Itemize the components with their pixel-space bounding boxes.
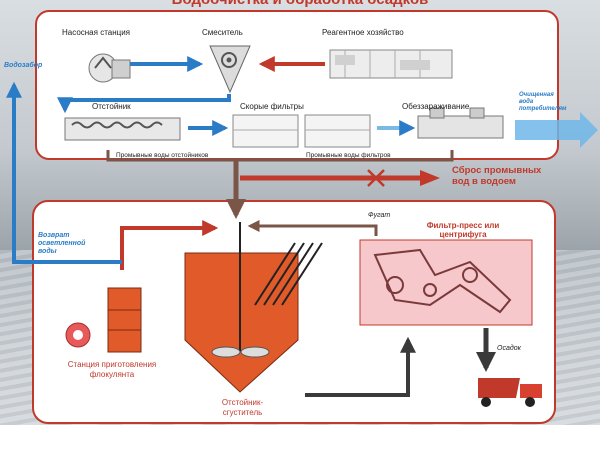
label-reagent: Реагентное хозяйство: [322, 28, 404, 37]
thickener-impeller-left: [211, 346, 241, 358]
thickener-tank: [184, 252, 299, 393]
return-to-intake: [12, 250, 122, 264]
label-filter-press: Фильтр-пресс или центрифуга: [426, 221, 500, 239]
flocculant-tank: [107, 287, 142, 353]
arrow-mixer-to-settler: [57, 94, 231, 114]
label-flocculant-station: Станция приготовления флокулянта: [67, 360, 157, 379]
label-mixer: Смеситель: [202, 28, 243, 37]
label-wash-settler: Промывные воды отстойников: [116, 152, 209, 159]
filter-press-box: [359, 239, 533, 326]
arrow-thickener-to-press: [305, 336, 416, 397]
label-disinfection: Обеззараживание: [402, 102, 470, 111]
flocculant-pump-icon: [65, 322, 91, 348]
label-pump-station: Насосная станция: [62, 28, 131, 37]
label-fast-filters: Скорые фильтры: [240, 102, 304, 111]
label-fugat: Фугат: [368, 212, 391, 219]
thickener-impeller-right: [240, 346, 270, 358]
fast-filters-icon: [232, 114, 371, 148]
label-discharge: Сброс промывных вод в водоем: [452, 165, 542, 187]
wash-water-collector: [106, 150, 454, 162]
diagram-title: Водоочистка и обработка осадков: [70, 0, 530, 8]
clean-water-arrow: [515, 112, 598, 148]
discharge-arrowhead: [420, 170, 440, 186]
discharge-cross-icon: [367, 169, 385, 187]
reagent-facility-icon: [329, 49, 453, 79]
title-strip: Водоочистка и обработка осадков: [70, 0, 530, 14]
fugat-line: [247, 220, 378, 236]
label-return-water: Возврат осветленной воды: [38, 232, 86, 255]
pump-station-icon: [88, 53, 131, 83]
return-water-line: [120, 220, 219, 270]
label-thickener: Отстойник-сгуститель: [221, 398, 264, 417]
label-wash-filters: Промывные воды фильтров: [306, 152, 391, 159]
label-intake: Водозабор: [4, 62, 43, 69]
filter-press-icon: [373, 248, 512, 314]
thickener-lamellae: [254, 242, 323, 306]
label-clean-water: Очищенная вода потребителям: [519, 92, 567, 112]
settler-icon: [64, 117, 181, 141]
label-sludge: Осадок: [497, 345, 521, 352]
disinfection-icon: [417, 107, 504, 139]
mixer-icon: [209, 45, 251, 94]
dump-truck-icon: [478, 378, 542, 407]
label-settler: Отстойник: [92, 102, 131, 111]
